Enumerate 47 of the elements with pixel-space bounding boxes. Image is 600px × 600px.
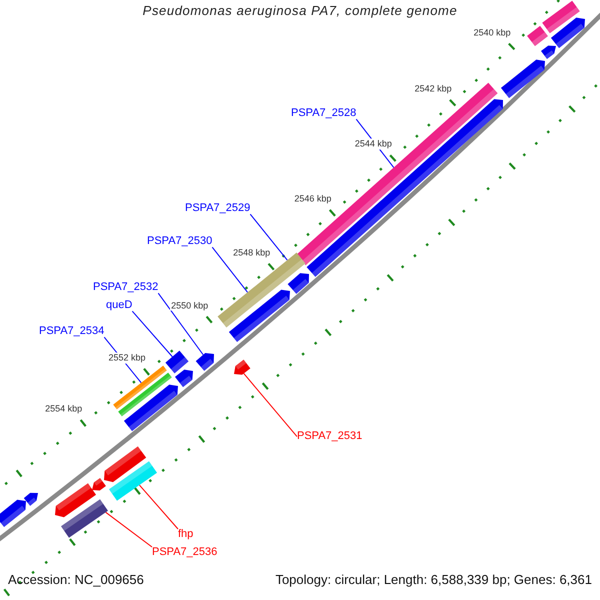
- gene-block: [541, 46, 556, 59]
- gene-block: [24, 492, 38, 506]
- gene-bar: [542, 0, 580, 34]
- gene-bar: [108, 461, 158, 501]
- gene-block: [500, 60, 545, 98]
- gene-block: [228, 290, 290, 342]
- scale-label: 2550 kbp: [170, 300, 210, 312]
- leader-line: [138, 484, 178, 530]
- gene-label: PSPA7_2531: [297, 430, 362, 444]
- leader-line: [212, 246, 248, 293]
- accession-label: Accession: NC_009656: [8, 572, 144, 588]
- gene-label: queD: [106, 299, 132, 312]
- gene-block: [550, 18, 585, 48]
- gene-bar: [113, 366, 167, 410]
- gene-label: PSPA7_2536: [152, 546, 218, 560]
- scale-label: 2542 kbp: [414, 83, 453, 94]
- gene-block: [55, 483, 96, 518]
- gene-bar: [165, 350, 189, 374]
- gene-label: PSPA7_2530: [147, 235, 212, 248]
- gene-bar: [527, 26, 548, 46]
- gene-block: [0, 500, 26, 528]
- gene-block: [196, 352, 214, 371]
- gene-block: [288, 273, 309, 294]
- gene-block: [174, 370, 193, 388]
- gene-label: PSPA7_2528: [291, 107, 356, 120]
- scale-label: 2552 kbp: [107, 352, 147, 364]
- scale-label: 2554 kbp: [44, 404, 84, 414]
- scale-label: 2546 kbp: [293, 193, 332, 204]
- gene-block: [124, 384, 178, 432]
- gene-block: [234, 360, 250, 375]
- leader-line: [105, 512, 152, 548]
- leader-line: [243, 372, 298, 438]
- gene-block: [104, 446, 146, 482]
- gene-bar: [61, 499, 108, 538]
- scale-label: 2544 kbp: [354, 138, 393, 150]
- leader-line: [250, 214, 288, 261]
- gene-label: PSPA7_2534: [39, 325, 104, 338]
- scale-label: 2540 kbp: [472, 27, 512, 38]
- gene-label: PSPA7_2532: [93, 281, 158, 294]
- scale-label: 2548 kbp: [232, 247, 272, 258]
- map-title: Pseudomonas aeruginosa PA7, complete genome: [142, 3, 458, 19]
- gene-block: [92, 478, 106, 491]
- gene-bar: [118, 372, 172, 416]
- gene-label: PSPA7_2529: [185, 202, 250, 216]
- genome-stats-label: Topology: circular; Length: 6,588,339 bp; Genes: 6,361: [275, 572, 592, 588]
- leader-line: [158, 292, 204, 356]
- gene-label: fhp: [178, 528, 194, 542]
